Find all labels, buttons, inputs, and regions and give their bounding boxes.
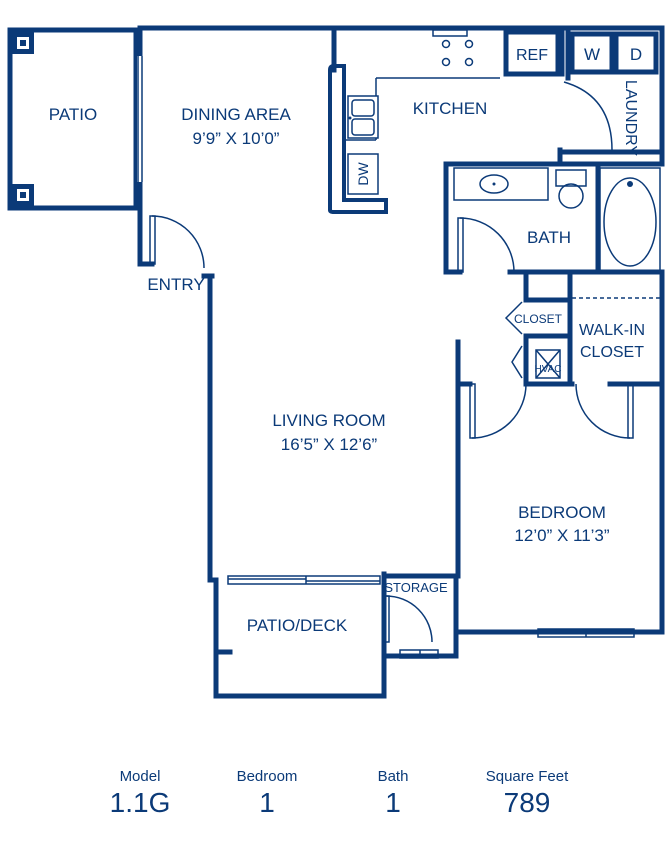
entry-label: ENTRY <box>147 275 204 294</box>
storage-door <box>213 595 433 655</box>
spec-model-label: Model <box>119 768 161 785</box>
entry-door <box>137 215 215 279</box>
bath <box>443 161 665 275</box>
kitchen-label: KITCHEN <box>413 99 488 118</box>
hvac-label: HVAC <box>534 364 561 375</box>
ref-label: REF <box>516 47 548 64</box>
living-label: LIVING ROOM <box>272 411 385 430</box>
patio-label: PATIO <box>49 105 98 124</box>
spec-model: Model 1.1G <box>65 768 215 819</box>
spec-sqft-value: 789 <box>503 787 551 818</box>
spec-bedroom-label: Bedroom <box>236 768 298 785</box>
kitchen-counter <box>328 25 565 214</box>
spec-bedroom: Bedroom 1 <box>192 768 342 819</box>
dishwasher-label: DW <box>355 162 371 186</box>
walkin-label-2: CLOSET <box>580 344 644 361</box>
storage-label: STORAGE <box>384 580 448 595</box>
spec-sqft: Square Feet 789 <box>452 768 602 819</box>
washer-label: W <box>584 45 600 64</box>
bedroom-size: 12’0” X 11’3” <box>514 526 609 545</box>
living-size: 16’5” X 12’6” <box>281 435 378 454</box>
deck-label: PATIO/DECK <box>247 616 348 635</box>
bedroom-doors <box>469 383 634 439</box>
dryer-label: D <box>630 45 642 64</box>
patio-top-left <box>7 27 139 211</box>
spec-sqft-label: Square Feet <box>485 768 569 785</box>
walkin-label-1: WALK-IN <box>579 322 645 339</box>
closets <box>455 273 665 387</box>
spec-bath-label: Bath <box>377 768 409 785</box>
windows <box>227 575 635 659</box>
spec-bedroom-value: 1 <box>259 787 275 818</box>
dining-label: DINING AREA <box>181 105 291 124</box>
closet-label: CLOSET <box>514 312 563 326</box>
spec-bath: Bath 1 <box>318 768 468 819</box>
laundry <box>557 25 665 165</box>
laundry-label: LAUNDRY <box>622 80 639 157</box>
spec-model-value: 1.1G <box>109 787 171 818</box>
dining-size: 9’9” X 10’0” <box>193 129 280 148</box>
spec-bath-value: 1 <box>385 787 401 818</box>
bedroom-label: BEDROOM <box>518 503 606 522</box>
bath-label: BATH <box>527 228 571 247</box>
dining-slider-door <box>137 56 143 182</box>
